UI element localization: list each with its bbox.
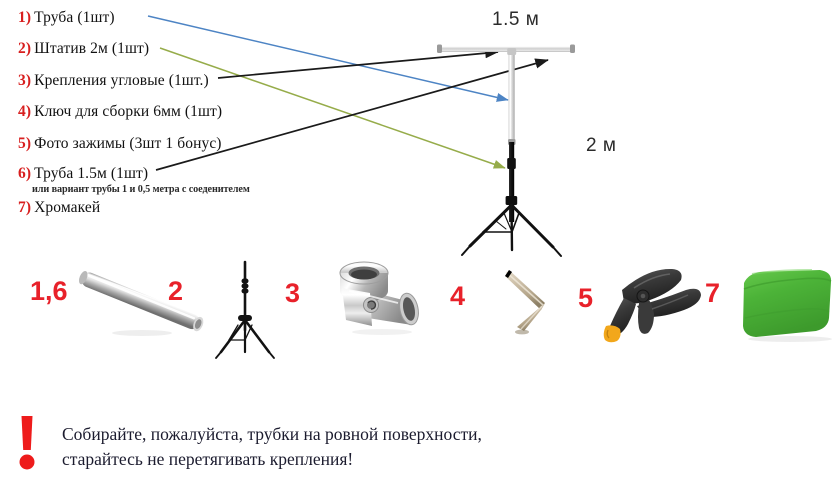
callout-7: 7 — [705, 278, 721, 308]
list-item-label: Фото зажимы (3шт 1 бонус) — [34, 135, 222, 152]
exclamation-mark-icon — [19, 416, 35, 470]
callout-4: 4 — [450, 281, 466, 311]
diagram-stand-column — [505, 142, 518, 222]
list-item-number: 1) — [18, 9, 32, 26]
callout-1-6: 1,6 — [30, 276, 68, 306]
part-chrome-pipe — [79, 270, 204, 336]
list-item-6-note: или вариант трубы 1 и 0,5 метра с соеден… — [32, 184, 250, 195]
part-spring-clamp — [603, 268, 701, 343]
list-item-1: 1)Труба (1шт) — [18, 10, 115, 26]
callout-5: 5 — [578, 283, 594, 313]
list-item-label: Труба (1шт) — [34, 9, 115, 26]
list-item-6: 6)Труба 1.5м (1шт) — [18, 166, 148, 182]
list-item-number: 6) — [18, 165, 32, 182]
list-item-label: Хромакей — [34, 199, 101, 216]
part-corner-clamp-connector — [339, 261, 419, 335]
leader-line-pipe — [147, 15, 509, 102]
list-item-label: Ключ для сборки 6мм (1шт) — [34, 103, 223, 120]
leader-line-corner-mount — [217, 48, 499, 79]
list-item-number: 4) — [18, 103, 32, 120]
diagram-crossbar — [437, 44, 575, 53]
warning-line-2: старайтесь не перетягивать крепления! — [62, 449, 354, 470]
leader-line-pipe15 — [155, 58, 549, 171]
list-item-label: Штатив 2м (1шт) — [34, 40, 150, 57]
diagram-tripod-legs — [461, 203, 562, 257]
part-hex-allen-key — [505, 270, 545, 335]
callout-2: 2 — [168, 276, 184, 306]
part-chromakey-cloth — [743, 269, 832, 342]
list-item-label: Труба 1.5м (1шт) — [34, 165, 149, 182]
warning-text: Собирайте, пожалуйста, трубки на ровной … — [62, 422, 482, 473]
list-item-number: 7) — [18, 199, 32, 216]
part-tripod-stand — [215, 260, 275, 359]
width-dimension-label: 1.5 м — [492, 9, 540, 30]
warning-block: Собирайте, пожалуйста, трубки на ровной … — [14, 414, 482, 473]
list-item-label: Крепления угловые (1шт.) — [34, 72, 209, 89]
list-item-number: 5) — [18, 135, 32, 152]
list-item-7: 7)Хромакей — [18, 200, 100, 216]
list-item-2: 2)Штатив 2м (1шт) — [18, 41, 149, 57]
list-item-number: 3) — [18, 72, 32, 89]
warning-line-1: Собирайте, пожалуйста, трубки на ровной … — [62, 424, 482, 444]
leader-line-tripod — [159, 47, 506, 169]
list-item-number: 2) — [18, 40, 32, 57]
list-item-5: 5)Фото зажимы (3шт 1 бонус) — [18, 136, 222, 152]
height-dimension-label: 2 м — [586, 135, 617, 156]
list-item-4: 4)Ключ для сборки 6мм (1шт) — [18, 104, 222, 120]
list-item-3: 3)Крепления угловые (1шт.) — [18, 73, 209, 89]
callout-3: 3 — [285, 278, 301, 308]
